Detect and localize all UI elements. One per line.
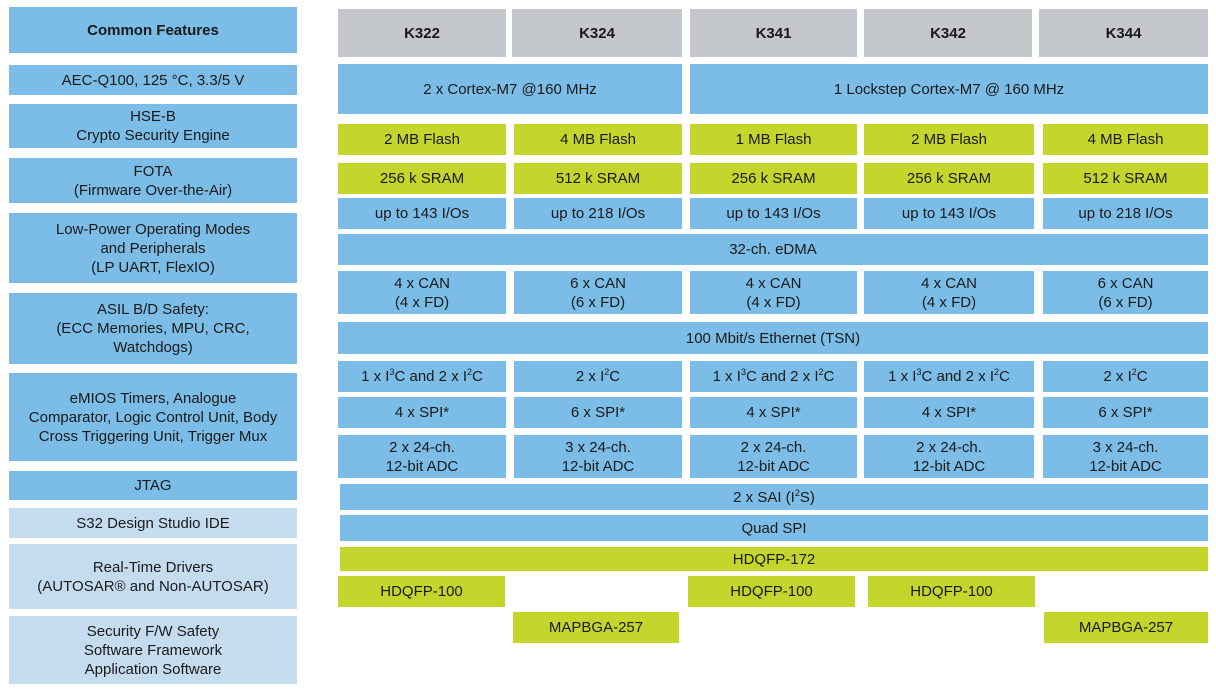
sram-k322: 256 k SRAM <box>338 163 506 194</box>
adc-k322: 2 x 24-ch.12-bit ADC <box>338 435 506 478</box>
flash-k342: 2 MB Flash <box>864 124 1034 155</box>
sram-k341: 256 k SRAM <box>690 163 857 194</box>
adc-k324: 3 x 24-ch.12-bit ADC <box>514 435 682 478</box>
feature-emios-timers: eMIOS Timers, Analogue Comparator, Logic… <box>9 373 297 461</box>
ios-k344: up to 218 I/Os <box>1043 198 1208 229</box>
flash-k324: 4 MB Flash <box>514 124 682 155</box>
can-k322: 4 x CAN(4 x FD) <box>338 271 506 314</box>
package-hdqfp-172: HDQFP-172 <box>340 547 1208 571</box>
ios-k342: up to 143 I/Os <box>864 198 1034 229</box>
spi-k324: 6 x SPI* <box>514 397 682 428</box>
feature-s32-design-studio: S32 Design Studio IDE <box>9 508 297 538</box>
can-k324: 6 x CAN(6 x FD) <box>514 271 682 314</box>
can-k342: 4 x CAN(4 x FD) <box>864 271 1034 314</box>
spi-k344: 6 x SPI* <box>1043 397 1208 428</box>
i2c-k344: 2 x I2C <box>1043 361 1208 392</box>
package-mapbga-257-k324: MAPBGA-257 <box>513 612 679 643</box>
ios-k341: up to 143 I/Os <box>690 198 857 229</box>
flash-k341: 1 MB Flash <box>690 124 857 155</box>
sram-k324: 512 k SRAM <box>514 163 682 194</box>
i2c-k341: 1 x I3C and 2 x I2C <box>690 361 857 392</box>
cores-dual-cortex: 2 x Cortex-M7 @160 MHz <box>338 64 682 114</box>
spi-k341: 4 x SPI* <box>690 397 857 428</box>
adc-k344: 3 x 24-ch.12-bit ADC <box>1043 435 1208 478</box>
adc-k342: 2 x 24-ch.12-bit ADC <box>864 435 1034 478</box>
i2c-k324: 2 x I2C <box>514 361 682 392</box>
adc-k341: 2 x 24-ch.12-bit ADC <box>690 435 857 478</box>
feature-jtag: JTAG <box>9 471 297 500</box>
package-hdqfp-100-k341: HDQFP-100 <box>688 576 855 607</box>
cores-lockstep-cortex: 1 Lockstep Cortex-M7 @ 160 MHz <box>690 64 1208 114</box>
can-k341: 4 x CAN(4 x FD) <box>690 271 857 314</box>
can-k344: 6 x CAN(6 x FD) <box>1043 271 1208 314</box>
sram-k344: 512 k SRAM <box>1043 163 1208 194</box>
package-mapbga-257-k344: MAPBGA-257 <box>1044 612 1208 643</box>
i2c-k322: 1 x I3C and 2 x I2C <box>338 361 506 392</box>
device-header-k341: K341 <box>690 9 857 57</box>
device-header-k342: K342 <box>864 9 1032 57</box>
device-header-k324: K324 <box>512 9 682 57</box>
feature-low-power: Low-Power Operating Modes and Peripheral… <box>9 213 297 283</box>
quad-spi-bar: Quad SPI <box>340 515 1208 541</box>
spi-k322: 4 x SPI* <box>338 397 506 428</box>
spi-k342: 4 x SPI* <box>864 397 1034 428</box>
common-features-header: Common Features <box>9 7 297 53</box>
sai-bar: 2 x SAI (I2S) <box>340 484 1208 510</box>
device-header-k344: K344 <box>1039 9 1208 57</box>
flash-k322: 2 MB Flash <box>338 124 506 155</box>
sram-k342: 256 k SRAM <box>864 163 1034 194</box>
feature-asil-safety: ASIL B/D Safety: (ECC Memories, MPU, CRC… <box>9 293 297 364</box>
feature-aec-q100: AEC-Q100, 125 °C, 3.3/5 V <box>9 65 297 95</box>
ios-k322: up to 143 I/Os <box>338 198 506 229</box>
edma-bar: 32-ch. eDMA <box>338 234 1208 265</box>
device-header-k322: K322 <box>338 9 506 57</box>
feature-real-time-drivers: Real-Time Drivers (AUTOSAR® and Non-AUTO… <box>9 544 297 609</box>
ethernet-bar: 100 Mbit/s Ethernet (TSN) <box>338 322 1208 354</box>
feature-fota: FOTA (Firmware Over-the-Air) <box>9 158 297 203</box>
feature-security-software: Security F/W Safety Software Framework A… <box>9 616 297 684</box>
ios-k324: up to 218 I/Os <box>514 198 682 229</box>
package-hdqfp-100-k342: HDQFP-100 <box>868 576 1035 607</box>
i2c-k342: 1 x I3C and 2 x I2C <box>864 361 1034 392</box>
package-hdqfp-100-k322: HDQFP-100 <box>338 576 505 607</box>
feature-hse-b: HSE-B Crypto Security Engine <box>9 104 297 148</box>
flash-k344: 4 MB Flash <box>1043 124 1208 155</box>
